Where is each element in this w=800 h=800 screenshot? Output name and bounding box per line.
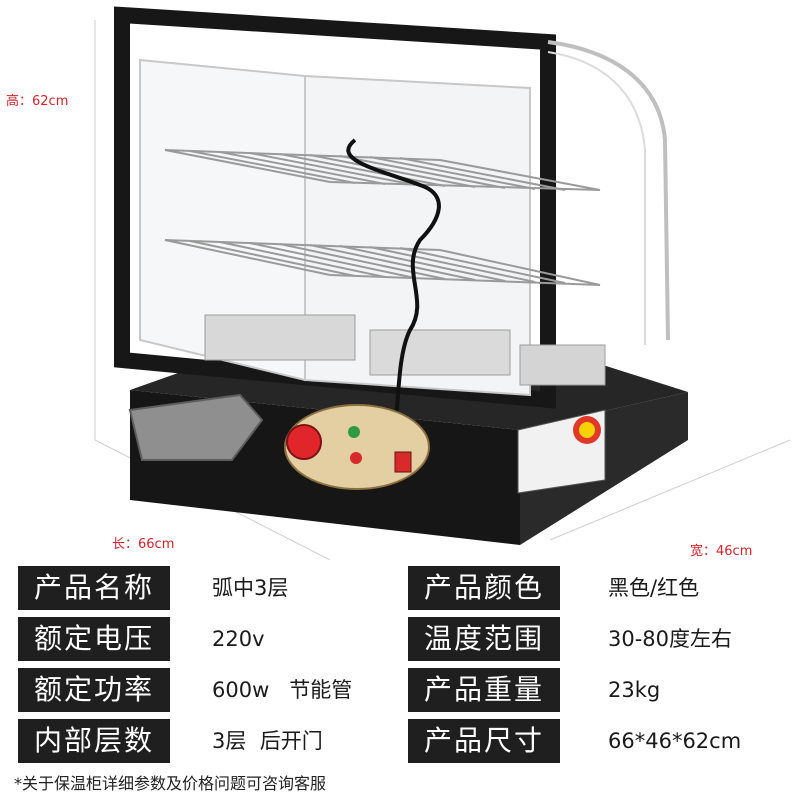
curved-glass-edge — [547, 40, 670, 341]
spec-key: 产品颜色 — [408, 566, 560, 610]
width-dimension-line — [549, 439, 791, 541]
wire-shelf-middle — [164, 239, 601, 286]
wire-shelf-top — [164, 149, 601, 191]
spec-value: 30-80度左右 — [608, 627, 733, 651]
green-indicator-light — [348, 426, 360, 438]
power-cord — [346, 138, 441, 471]
food-warmer-illustration — [94, 6, 791, 561]
spec-value: 3层 后开门 — [212, 729, 323, 753]
glass-door-right — [304, 74, 531, 397]
spec-table: 产品名称 弧中3层 产品颜色 黑色/红色 额定电压 220v 温度范围 30-8… — [0, 560, 800, 763]
spec-key: 产品名称 — [18, 566, 170, 610]
food-tray-3 — [519, 344, 606, 386]
length-dimension-label: 长：66cm — [112, 537, 175, 552]
spec-key: 产品重量 — [408, 668, 560, 712]
temperature-knob — [286, 424, 322, 460]
product-image-stage: 高：62cm 长：66cm 宽：46cm — [6, 6, 791, 561]
power-switch — [394, 451, 412, 473]
width-dimension-label: 宽：46cm — [690, 544, 753, 559]
spec-value: 23kg — [608, 678, 661, 702]
spec-key: 温度范围 — [408, 617, 560, 661]
footnote: *关于保温柜详细参数及价格问题可咨询客服 — [14, 774, 327, 793]
spec-row: 额定功率 600w 节能管 产品重量 23kg — [0, 668, 800, 716]
red-indicator-light — [350, 452, 362, 464]
spec-value: 黑色/红色 — [608, 576, 700, 600]
water-drawer — [128, 393, 264, 461]
spec-key: 产品尺寸 — [408, 719, 560, 763]
spec-key: 内部层数 — [18, 719, 170, 763]
food-tray-1 — [204, 314, 356, 361]
spec-value: 66*46*62cm — [608, 729, 742, 753]
spec-key: 额定功率 — [18, 668, 170, 712]
control-panel — [284, 404, 430, 490]
front-frame — [114, 6, 556, 409]
spec-row: 额定电压 220v 温度范围 30-80度左右 — [0, 617, 800, 665]
spec-key: 额定电压 — [18, 617, 170, 661]
spec-value: 弧中3层 — [212, 576, 289, 600]
food-tray-2 — [369, 329, 511, 376]
spec-row: 内部层数 3层 后开门 产品尺寸 66*46*62cm — [0, 719, 800, 767]
height-dimension-label: 高：62cm — [6, 94, 69, 109]
spec-value: 220v — [212, 627, 265, 651]
spec-row: 产品名称 弧中3层 产品颜色 黑色/红色 — [0, 566, 800, 614]
spec-value: 600w 节能管 — [212, 678, 353, 702]
